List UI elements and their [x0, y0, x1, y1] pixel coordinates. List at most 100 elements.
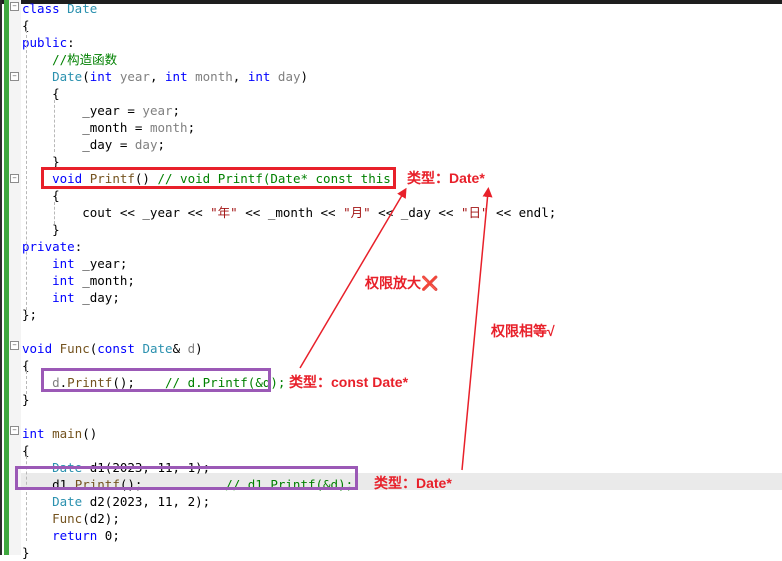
code-line[interactable]: int _month;: [22, 272, 135, 289]
code-token: d: [187, 341, 196, 356]
code-line[interactable]: {: [22, 442, 30, 459]
code-token: }: [22, 154, 60, 169]
code-token: (d2);: [82, 511, 120, 526]
code-line[interactable]: int main(): [22, 425, 97, 442]
fold-toggle-main[interactable]: −: [10, 426, 19, 435]
code-token: int: [247, 69, 271, 84]
code-token: year: [142, 103, 173, 118]
code-line[interactable]: {: [22, 357, 30, 374]
code-token: ;: [172, 103, 181, 118]
code-token: Date: [52, 494, 83, 509]
code-token: ();: [112, 375, 166, 390]
code-token: Printf: [89, 171, 135, 186]
code-token: _day;: [74, 290, 120, 305]
code-line[interactable]: {: [22, 85, 60, 102]
code-token: Date: [142, 341, 173, 356]
indent-guide: [26, 451, 27, 541]
code-token: (: [82, 69, 90, 84]
code-line[interactable]: class Date: [22, 0, 97, 17]
code-line[interactable]: }: [22, 153, 60, 170]
fold-toggle-printf[interactable]: −: [10, 174, 19, 183]
code-token: ,: [232, 69, 248, 84]
code-line[interactable]: }: [22, 221, 60, 238]
code-token: const: [97, 341, 135, 356]
code-token: "年": [210, 205, 238, 220]
code-line[interactable]: //构造函数: [22, 51, 117, 68]
code-token: Func: [52, 511, 83, 526]
code-line[interactable]: Func(d2);: [22, 510, 120, 527]
fold-toggle-func[interactable]: −: [10, 341, 19, 350]
change-tracking-bar: [4, 0, 9, 555]
code-line[interactable]: cout << _year << "年" << _month << "月" <<…: [22, 204, 556, 221]
code-token: :: [67, 35, 75, 50]
code-token: d2(2023, 11, 2);: [82, 494, 211, 509]
code-line[interactable]: void Func(const Date& d): [22, 340, 203, 357]
annotation-type-date-bottom: 类型：Date*: [374, 475, 452, 491]
code-token: cout << _year <<: [22, 205, 211, 220]
code-token: }: [22, 222, 60, 237]
annotation-type-const-date: 类型：const Date*: [289, 374, 409, 390]
code-line[interactable]: public:: [22, 34, 75, 51]
indent-guide: [26, 30, 27, 315]
code-token: _year =: [22, 103, 143, 118]
code-token: "月": [343, 205, 371, 220]
code-token: public: [22, 35, 68, 50]
code-line[interactable]: Date d2(2023, 11, 2);: [22, 493, 210, 510]
code-token: //构造函数: [22, 52, 118, 67]
code-line[interactable]: void Printf() // void Printf(Date* const…: [22, 170, 398, 187]
code-token: int: [165, 69, 188, 84]
code-token: private: [22, 239, 75, 254]
code-token: << _day <<: [370, 205, 461, 220]
code-token: .: [59, 375, 68, 390]
code-line[interactable]: _day = day;: [22, 136, 165, 153]
code-line[interactable]: int _year;: [22, 255, 127, 272]
code-token: ;: [187, 120, 196, 135]
code-line[interactable]: Date(int year, int month, int day): [22, 68, 308, 85]
code-token: main: [52, 426, 83, 441]
arrow-func-to-printf: [299, 187, 407, 369]
code-line[interactable]: {: [22, 17, 30, 34]
code-token: "日": [460, 205, 489, 220]
code-token: class: [22, 1, 68, 16]
code-token: };: [22, 307, 38, 322]
func-call-box: [41, 368, 271, 392]
code-token: ,: [149, 69, 166, 84]
code-token: (: [89, 341, 98, 356]
code-line[interactable]: };: [22, 306, 37, 323]
annotation-perm-enlarge: 权限放大❌: [365, 275, 439, 291]
code-line[interactable]: }: [22, 544, 30, 561]
code-token: Date: [67, 1, 98, 16]
code-token: << _month <<: [237, 205, 344, 220]
code-line[interactable]: }: [22, 391, 30, 408]
annotation-perm-equal: 权限相等√: [491, 323, 555, 339]
code-line[interactable]: int _day;: [22, 289, 120, 306]
code-token: // d.Printf(&d);: [165, 375, 286, 390]
code-token: day: [134, 137, 158, 152]
code-token: int: [52, 256, 75, 271]
window-left-border: [0, 0, 2, 555]
code-token: Printf: [67, 375, 113, 390]
annotation-type-date-top: 类型：Date*: [407, 170, 485, 186]
code-line[interactable]: return 0;: [22, 527, 120, 544]
code-token: _year;: [74, 256, 128, 271]
code-line[interactable]: {: [22, 187, 60, 204]
fold-toggle-class[interactable]: −: [10, 2, 19, 11]
fold-toggle-constructor[interactable]: −: [10, 72, 19, 81]
code-line[interactable]: d.Printf(); // d.Printf(&d);: [22, 374, 285, 391]
code-token: int: [52, 273, 75, 288]
code-token: month: [187, 69, 233, 84]
arrow-main-to-printf: [461, 187, 493, 471]
code-token: return: [52, 528, 98, 543]
code-token: int: [22, 426, 45, 441]
code-token: day: [270, 69, 301, 84]
code-token: {: [22, 86, 60, 101]
code-token: &: [172, 341, 188, 356]
main-call-box: [15, 466, 358, 490]
code-token: ): [195, 341, 203, 356]
code-line[interactable]: private:: [22, 238, 82, 255]
code-line[interactable]: _year = year;: [22, 102, 180, 119]
code-token: _day =: [22, 137, 135, 152]
code-line[interactable]: _month = month;: [22, 119, 195, 136]
code-token: }: [22, 392, 30, 407]
